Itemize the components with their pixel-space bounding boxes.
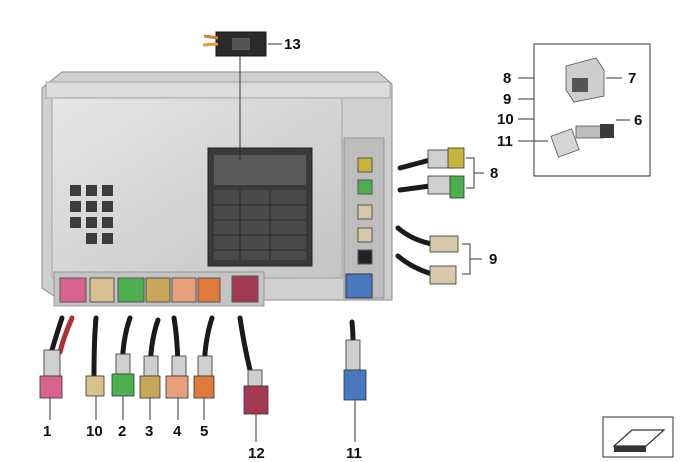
- inset-callout-8: 8: [503, 70, 512, 87]
- inset-callout-11: 11: [497, 133, 513, 150]
- inset-callout-9: 9: [503, 91, 512, 108]
- inset-callout-7: 7: [628, 70, 637, 87]
- callout-13: 13: [284, 36, 301, 53]
- callout-4: 4: [173, 423, 182, 440]
- callout-9-group: 9: [489, 251, 498, 268]
- bottom-connector-row: [53, 271, 265, 307]
- part-9-connectors: [395, 225, 482, 285]
- part-8-connectors: [397, 147, 484, 199]
- central-connector-block: [207, 147, 313, 267]
- page-navigation-icon[interactable]: [602, 416, 674, 458]
- right-connector-column: [343, 137, 385, 299]
- callout-10: 10: [86, 423, 103, 440]
- callout-2: 2: [118, 423, 127, 440]
- part-6-angled-plug: [550, 124, 614, 158]
- callout-11: 11: [346, 445, 362, 462]
- head-unit-housing: [41, 71, 393, 307]
- part-7-plug: [565, 57, 605, 103]
- part-13-connector: [202, 31, 282, 160]
- callout-12: 12: [248, 445, 265, 462]
- callout-3: 3: [145, 423, 154, 440]
- vent-grid: [70, 185, 113, 244]
- inset-box: [518, 43, 651, 177]
- inset-callout-6: 6: [634, 112, 643, 129]
- inset-callout-10: 10: [497, 111, 514, 128]
- callout-5: 5: [200, 423, 209, 440]
- callout-1: 1: [43, 423, 52, 440]
- bottom-leader-lines: [49, 396, 356, 442]
- callout-8-group: 8: [490, 165, 499, 182]
